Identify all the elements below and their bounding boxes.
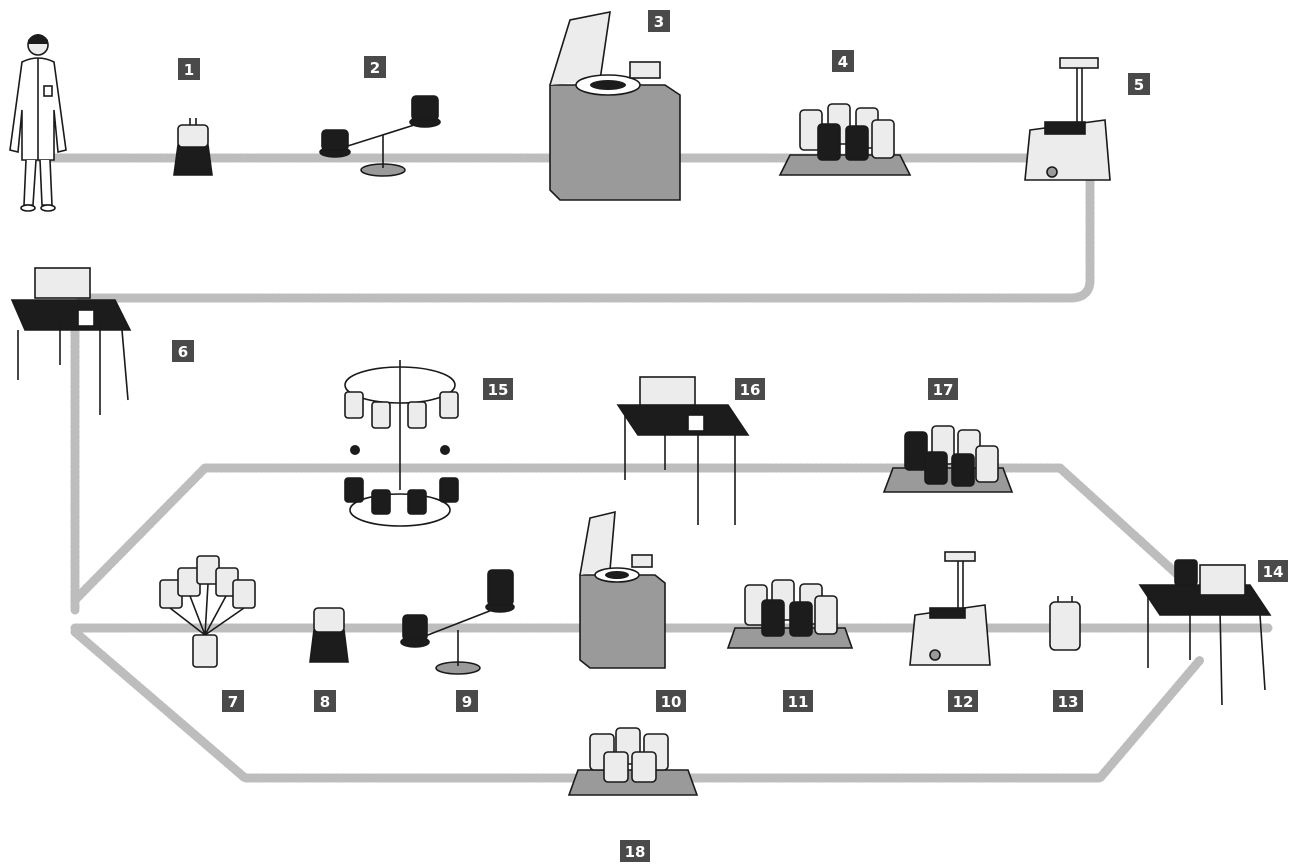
balance-scale-icon (320, 96, 440, 176)
step-badge-4: 4 (832, 50, 854, 72)
step-badge-16: 16 (735, 378, 765, 400)
step-number: 18 (625, 843, 646, 861)
plasma-extractor-icon (1025, 58, 1110, 180)
step-badge-6: 6 (172, 340, 194, 362)
bag-tray-icon (728, 580, 852, 648)
step-number: 9 (462, 693, 472, 711)
bag-rotator-stand-icon (345, 360, 458, 526)
blood-bag-icon (174, 118, 212, 175)
step-badge-14: 14 (1258, 560, 1288, 582)
donor-person-icon (10, 34, 66, 211)
centrifuge-icon (550, 12, 680, 200)
sealer-table-icon (618, 377, 748, 525)
step-badge-3: 3 (648, 10, 670, 32)
step-badge-13: 13 (1053, 690, 1083, 712)
step-badge-8: 8 (314, 690, 336, 712)
step-badge-10: 10 (656, 690, 686, 712)
bag-tray-icon (569, 728, 697, 795)
step-number: 6 (178, 343, 188, 361)
step-badge-2: 2 (364, 56, 386, 78)
step-number: 17 (933, 381, 954, 399)
step-badge-1: 1 (178, 58, 200, 80)
step-number: 15 (488, 381, 509, 399)
blood-bag-icon (310, 608, 348, 662)
step-badge-5: 5 (1128, 73, 1150, 95)
step-number: 1 (184, 61, 194, 79)
step-number: 5 (1134, 76, 1144, 94)
bag-tray-icon (780, 104, 910, 175)
plasma-extractor-icon (910, 552, 990, 665)
step-number: 2 (370, 59, 380, 77)
step-number: 16 (740, 381, 761, 399)
flow-paths (40, 158, 1270, 778)
balance-scale-icon (401, 570, 514, 674)
step-number: 12 (953, 693, 974, 711)
step-badge-17: 17 (928, 378, 958, 400)
blood-bag-icon (1050, 596, 1080, 650)
centrifuge-icon (580, 512, 665, 668)
step-number: 13 (1058, 693, 1079, 711)
step-badge-11: 11 (783, 690, 813, 712)
step-badge-18: 18 (620, 840, 650, 862)
step-number: 10 (661, 693, 682, 711)
step-badge-7: 7 (222, 690, 244, 712)
step-badge-15: 15 (483, 378, 513, 400)
step-number: 7 (228, 693, 238, 711)
step-badge-12: 12 (948, 690, 978, 712)
step-number: 4 (838, 53, 848, 71)
step-number: 3 (654, 13, 664, 31)
step-number: 8 (320, 693, 330, 711)
step-number: 11 (788, 693, 809, 711)
pooled-bags-icon (160, 556, 255, 667)
step-number: 14 (1263, 563, 1284, 581)
bag-tray-icon (884, 426, 1012, 492)
step-badge-9: 9 (456, 690, 478, 712)
